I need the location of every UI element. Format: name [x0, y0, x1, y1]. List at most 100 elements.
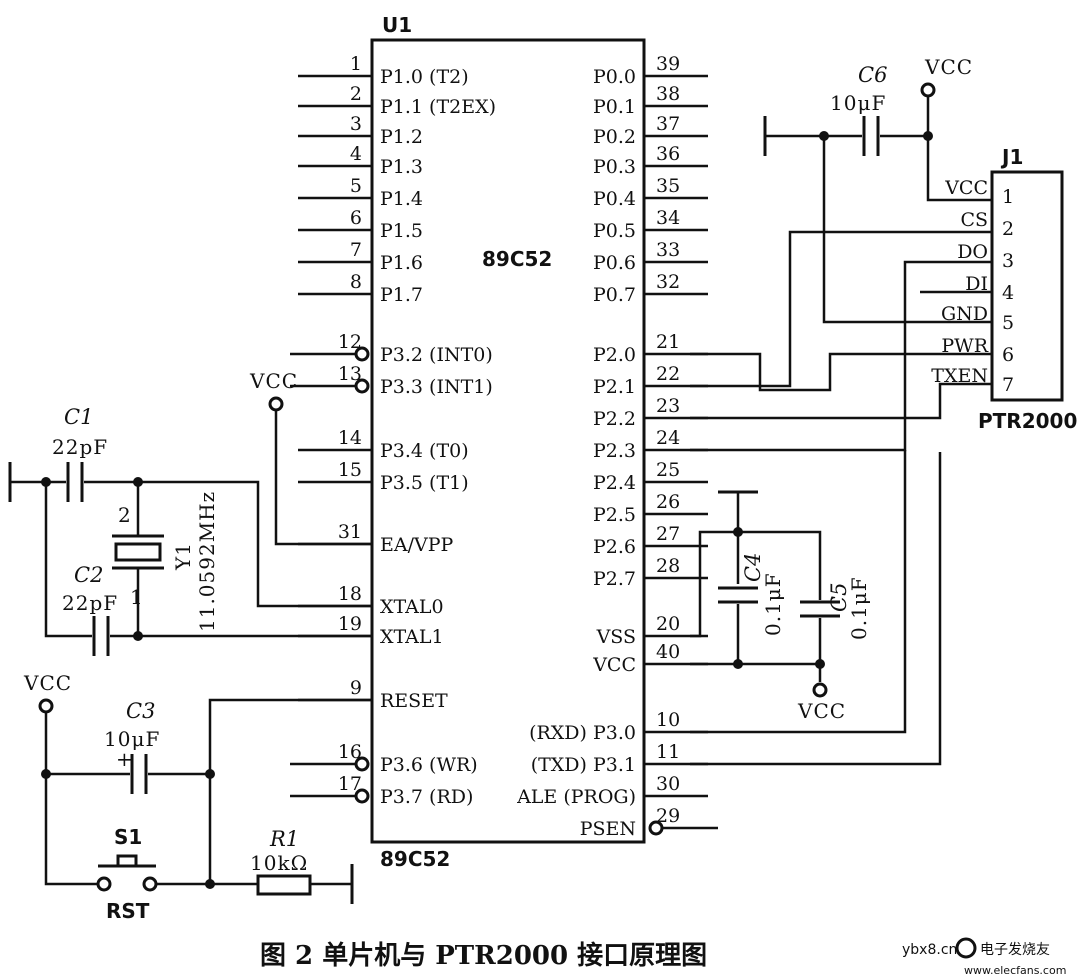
chip-pin-number: 18 [338, 583, 362, 605]
c3-ref: C3 [126, 699, 155, 723]
chip-pin-number: 19 [338, 613, 362, 635]
reset-network: VCC C3 10μF + S1 RST R1 10kΩ [23, 671, 372, 923]
chip-pin-name: P1.6 [380, 252, 423, 274]
chip-pin-name: VSS [596, 626, 636, 648]
chip-pin-4: 4P1.3 [298, 143, 423, 178]
chip-pin-name: P1.1 (T2EX) [380, 96, 496, 118]
connector-pin-1: 1 VCC [944, 177, 1014, 208]
chip-pin-6: 6P1.5 [298, 207, 423, 242]
chip-pin-number: 30 [656, 773, 680, 795]
chip-pin-number: 10 [656, 709, 680, 731]
chip-pin-number: 24 [656, 427, 680, 449]
chip-pin-name: P2.4 [593, 472, 636, 494]
ea-vcc-label: VCC [249, 369, 298, 393]
chip-pin-name: P3.7 (RD) [380, 786, 473, 808]
chip-pin-name: (TXD) P3.1 [531, 754, 636, 776]
connector-pin-4: 4DI [965, 273, 1014, 304]
c1-value: 22pF [52, 435, 108, 459]
chip-pin-name: ALE (PROG) [516, 786, 636, 808]
chip-pin-name: EA/VPP [380, 534, 453, 556]
c4-ref: C4 [741, 553, 765, 582]
s1-contact-b [142, 876, 158, 892]
connector-pin-number: 1 [1002, 186, 1014, 208]
chip-pin-number: 22 [656, 363, 680, 385]
y1-pin-b: 1 [130, 585, 144, 609]
connector-part-label: PTR2000 [978, 409, 1077, 433]
chip-pin-number: 32 [656, 271, 680, 293]
s1-plunger [116, 854, 138, 868]
c6-network: VCC C6 10μF [763, 55, 992, 324]
connector-designator: J1 [1000, 145, 1023, 169]
y1-ref: Y1 [171, 542, 195, 571]
reset-vcc-terminal [38, 698, 54, 714]
y1-body [114, 542, 162, 562]
chip-pin-name: XTAL0 [380, 596, 444, 618]
chip-pin-number: 7 [350, 239, 362, 261]
c5-value: 0.1μF [847, 576, 871, 640]
chip-pin-number: 27 [656, 523, 680, 545]
chip-pin-number: 29 [656, 805, 680, 827]
chip-pin-number: 38 [656, 83, 680, 105]
s1-ref: S1 [114, 825, 142, 849]
chip-pin-name: P0.5 [593, 220, 636, 242]
chip-pin-number: 9 [350, 677, 362, 699]
c5-vcc-terminal [812, 682, 828, 698]
chip-u1: U1 89C52 89C52 1P1.0 (T2)2P1.1 (T2EX)3P1… [290, 13, 718, 871]
chip-pin-name: P2.5 [593, 504, 636, 526]
chip-pin-name: P3.3 (INT1) [380, 376, 493, 398]
chip-pin-name: RESET [380, 690, 448, 712]
watermark-url: www.elecfans.com [964, 964, 1066, 977]
chip-pin-name: P0.4 [593, 188, 636, 210]
chip-pin-name: P0.2 [593, 126, 636, 148]
chip-pin-number: 13 [338, 363, 362, 385]
c3-polarity: + [116, 747, 134, 771]
chip-pin-name: P1.7 [380, 284, 423, 306]
chip-pin-name: P2.0 [593, 344, 636, 366]
ea-vcc-terminal [268, 396, 284, 412]
connector-pin-name: VCC [944, 177, 988, 199]
chip-pin-name: P2.3 [593, 440, 636, 462]
chip-pin-name: P3.6 (WR) [380, 754, 478, 776]
chip-pin-number: 25 [656, 459, 680, 481]
chip-pin-number: 1 [350, 53, 362, 75]
connector-pin-number: 3 [1002, 250, 1014, 272]
chip-pin-number: 39 [656, 53, 680, 75]
chip-pin-name: P0.7 [593, 284, 636, 306]
chip-pin-name: P2.2 [593, 408, 636, 430]
watermark-site: ybx8.cn [902, 942, 957, 958]
chip-pin-number: 17 [338, 773, 362, 795]
watermark-logo-icon [955, 937, 977, 959]
chip-pin-number: 40 [656, 641, 680, 663]
chip-pin-name: P1.0 (T2) [380, 66, 469, 88]
c3-value: 10μF [104, 727, 160, 751]
chip-left-pins: 1P1.0 (T2)2P1.1 (T2EX)3P1.24P1.35P1.46P1… [290, 53, 496, 808]
y1-pin-a: 2 [118, 503, 132, 527]
chip-pin-name: P2.1 [593, 376, 636, 398]
c4c5-vcc-label: VCC [797, 699, 846, 723]
chip-pin-11: 11(TXD) P3.1 [531, 741, 708, 776]
chip-pin-number: 35 [656, 175, 680, 197]
chip-pin-name: PSEN [580, 818, 636, 840]
y1-value: 11.0592MHz [195, 491, 219, 632]
chip-pin-name: (RXD) P3.0 [529, 722, 636, 744]
chip-pin-name: P0.0 [593, 66, 636, 88]
chip-pin-number: 34 [656, 207, 680, 229]
chip-pin-name: P2.6 [593, 536, 636, 558]
